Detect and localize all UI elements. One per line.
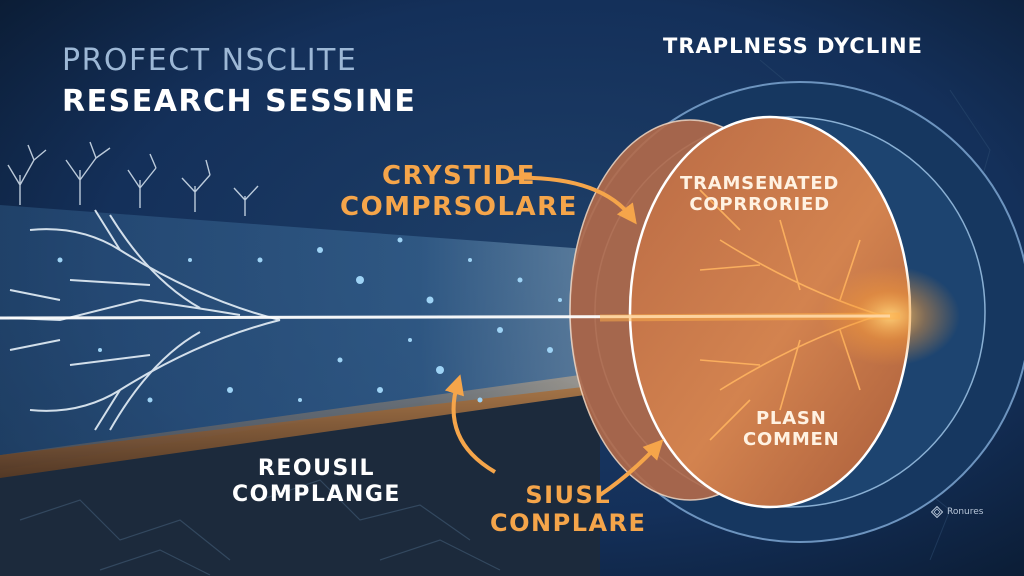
arrow-top bbox=[509, 175, 637, 225]
callout-bottom-center-line2: CONPLARE bbox=[490, 509, 647, 538]
ground-cracks bbox=[19, 479, 501, 576]
callout-disc-top: TRAMSENATED COPRRORIED bbox=[680, 173, 839, 215]
arrow-bottom-right bbox=[598, 439, 664, 497]
callout-top-left-line2: COMPRSOLARE bbox=[340, 191, 578, 222]
callout-bottom-left-line1: REOUSIL bbox=[257, 456, 375, 481]
callout-disc-bottom: PLASN COMMEN bbox=[743, 408, 840, 450]
ground-layer bbox=[0, 380, 600, 576]
arrow-bottom-left bbox=[444, 374, 497, 474]
corner-title: TRAPLNESS DYCLINE bbox=[663, 34, 923, 58]
callout-disc-bottom-line1: PLASN bbox=[755, 408, 827, 429]
callout-top-left-line1: CRYSTIDE bbox=[381, 161, 536, 191]
callout-disc-bottom-line2: COMMEN bbox=[743, 429, 840, 451]
particles bbox=[57, 237, 562, 403]
tree-canopy bbox=[7, 141, 259, 216]
callout-disc-top-line2: COPRRORIED bbox=[689, 194, 830, 216]
title-line-2: RESEARCH SESSINE bbox=[62, 84, 417, 119]
diamond-logo-icon bbox=[931, 506, 943, 518]
callout-bottom-center: SIUSL CONPLARE bbox=[490, 481, 646, 538]
watermark-text: Ronures bbox=[947, 507, 984, 517]
light-beam-glow bbox=[599, 312, 901, 322]
title-line-1: PROFECT NSCLITE bbox=[62, 43, 358, 78]
branch-network bbox=[9, 209, 281, 431]
callout-bottom-left-line2: COMPLANGE bbox=[232, 481, 401, 507]
callout-disc-top-line1: TRAMSENATED bbox=[680, 173, 840, 194]
watermark: Ronures bbox=[931, 506, 984, 518]
callout-top-left: CRYSTIDE COMPRSOLARE bbox=[340, 161, 578, 222]
callout-bottom-center-line1: SIUSL bbox=[525, 481, 612, 509]
callout-bottom-left: REOUSIL COMPLANGE bbox=[232, 456, 401, 508]
disc-branches bbox=[699, 189, 881, 441]
